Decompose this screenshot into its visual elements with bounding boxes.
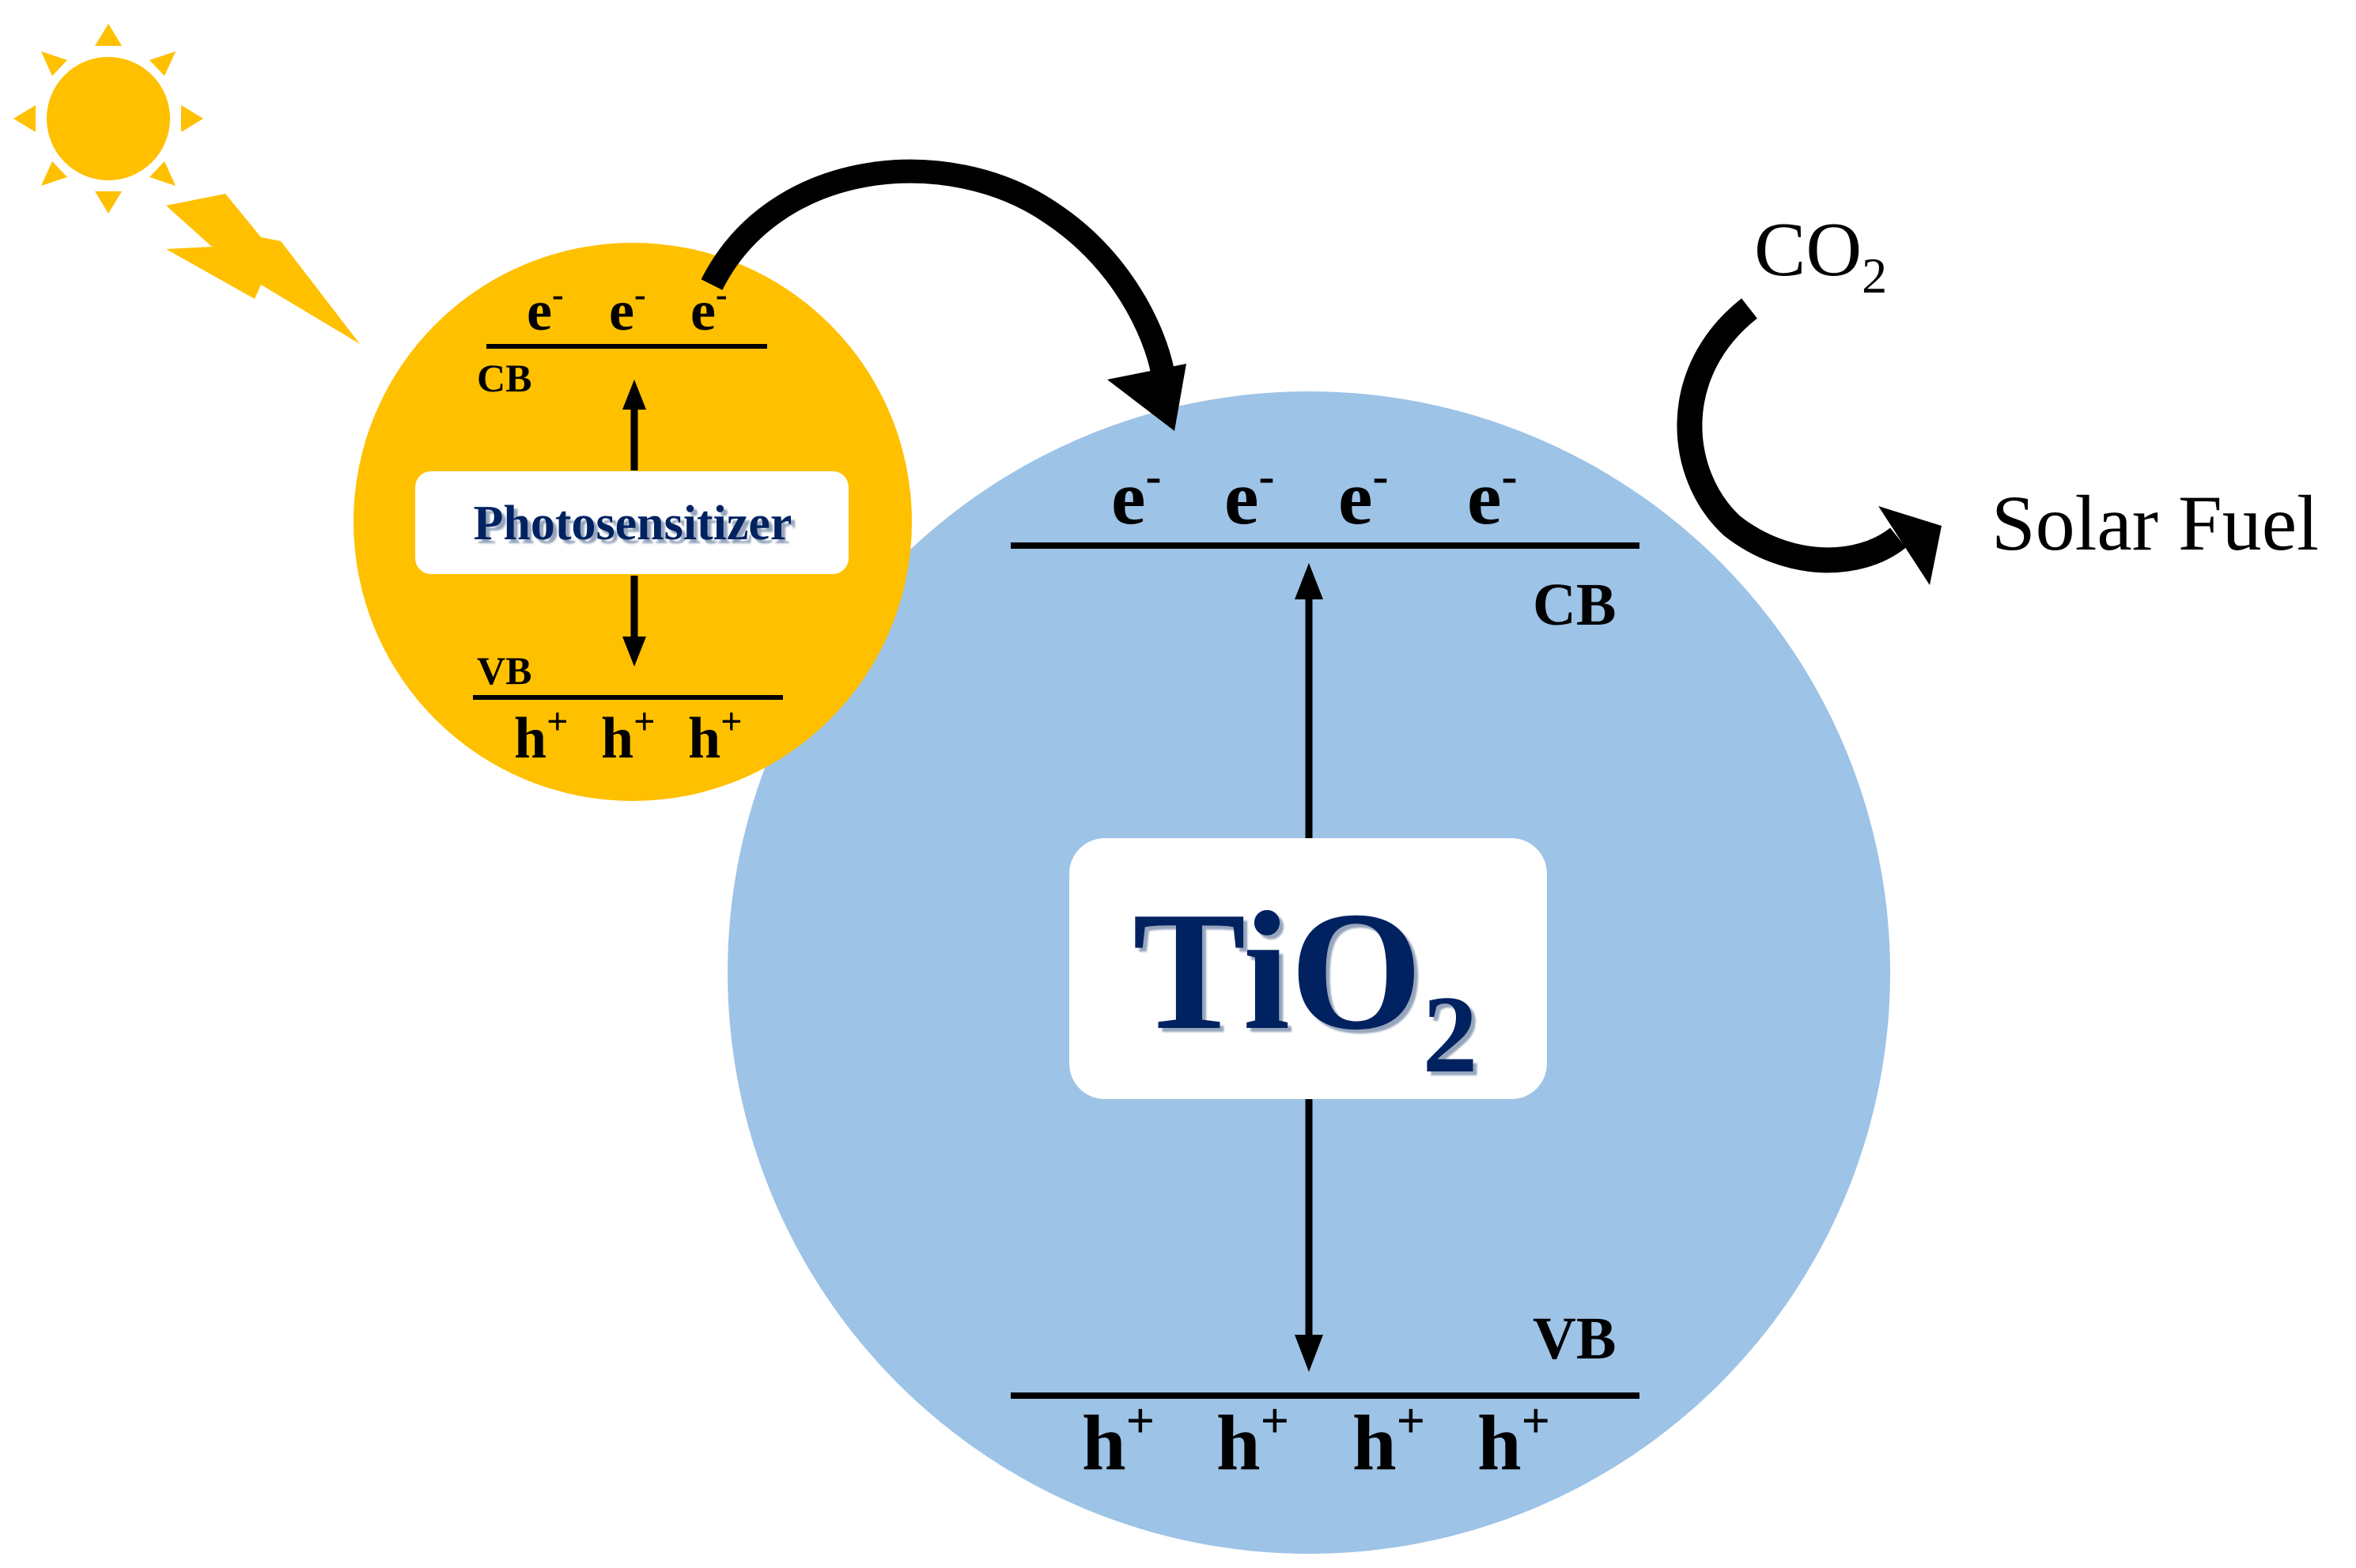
arrowhead-icon [622, 380, 646, 410]
electron: e- [609, 275, 646, 342]
hole: h+ [1352, 1392, 1425, 1487]
sun-icon [13, 24, 203, 213]
arrowhead-icon [1295, 563, 1323, 599]
tio2-holes: h+ h+ h+ h+ [1082, 1392, 1550, 1487]
solar-fuel-label: Solar Fuel [1991, 479, 2319, 567]
tio2-vb-label: VB [1533, 1305, 1617, 1372]
arrowhead-icon [1878, 506, 1942, 585]
tio2-electrons: e- e- e- e- [1111, 450, 1517, 541]
photosensitizer-label-box [415, 471, 849, 574]
electron: e- [1338, 450, 1388, 541]
photosensitizer-electrons: e- e- e- [527, 275, 728, 342]
arrowhead-icon [1295, 1335, 1323, 1372]
hole: h+ [514, 701, 569, 771]
co2-label: CO2 [1754, 207, 1887, 304]
tio2-cb-label: CB [1533, 572, 1617, 638]
electron: e- [1224, 450, 1274, 541]
tio2-label: TiO2 [1133, 876, 1478, 1096]
electron: e- [1111, 450, 1161, 541]
hole: h+ [1477, 1392, 1550, 1487]
arrowhead-icon [1107, 364, 1186, 431]
hole: h+ [601, 701, 656, 771]
hole: h+ [1082, 1392, 1155, 1487]
photosensitizer-vb-label: VB [477, 648, 531, 693]
hole: h+ [688, 701, 743, 771]
reaction-arrow [1677, 298, 1942, 585]
electron: e- [1467, 450, 1517, 541]
tio2-label-box [1069, 838, 1547, 1099]
photosensitizer-cb-label: CB [477, 356, 531, 400]
electron: e- [527, 275, 564, 342]
arrowhead-icon [622, 637, 646, 667]
photosensitizer-label: Photosensitizer [474, 497, 792, 550]
electron-transfer-arrow [701, 159, 1186, 431]
photosensitizer-holes: h+ h+ h+ [514, 701, 743, 771]
lightning-bolt-icon [166, 194, 360, 344]
hole: h+ [1216, 1392, 1289, 1487]
